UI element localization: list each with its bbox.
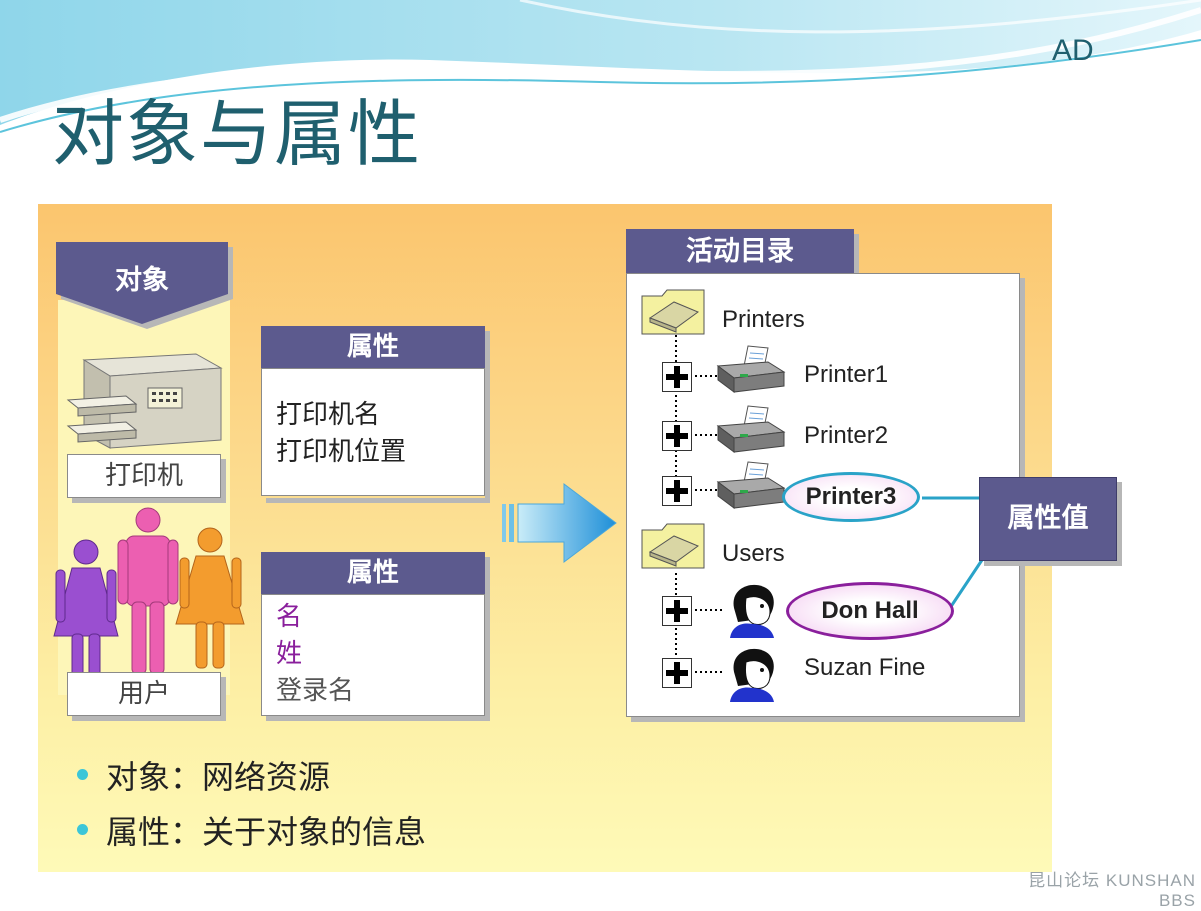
bullet-objects: 对象：网络资源 [106, 758, 331, 796]
printer2-label: Printer2 [804, 422, 889, 449]
printer3-icon [716, 461, 786, 509]
printer-icon [66, 353, 223, 449]
user1-highlight: Don Hall [786, 582, 954, 640]
printer-label: 打印机 [67, 454, 221, 498]
user-attributes-header: 属性 [261, 552, 485, 594]
printer-attributes-box: 属性 打印机名 打印机位置 [261, 326, 485, 498]
printer-attributes-body: 打印机名 打印机位置 [261, 368, 485, 496]
printers-folder-label: Printers [722, 306, 805, 333]
attr-printer-location: 打印机位置 [276, 437, 407, 467]
objects-header-label: 对象 [115, 265, 169, 296]
bullet-dot-2 [77, 824, 88, 835]
users-folder-label: Users [722, 540, 785, 567]
header-wave [0, 0, 1201, 133]
corner-label: AD [1052, 34, 1094, 67]
flow-arrow [502, 483, 617, 563]
attr-value-connectors [922, 496, 984, 609]
bullet-dot-1 [77, 769, 88, 780]
users-label: 用户 [67, 672, 221, 716]
printer1-icon [716, 345, 786, 393]
expand-printer2-button[interactable] [662, 421, 692, 451]
printers-folder-icon [641, 289, 705, 335]
user2-icon [730, 648, 774, 702]
slide-title: 对象与属性 [52, 92, 423, 176]
watermark: 昆山论坛 KUNSHAN BBS [1028, 871, 1196, 910]
users-folder-icon [641, 523, 705, 569]
user1-icon [730, 584, 774, 638]
attr-first-name: 名 [276, 602, 303, 632]
expand-user2-button[interactable] [662, 658, 692, 688]
attr-printer-name: 打印机名 [276, 400, 381, 430]
expand-user1-button[interactable] [662, 596, 692, 626]
user-attributes-box: 属性 名 姓 登录名 [261, 552, 485, 716]
expand-printer3-button[interactable] [662, 476, 692, 506]
expand-printer1-button[interactable] [662, 362, 692, 392]
attr-login-name: 登录名 [276, 676, 355, 706]
printer-attributes-header: 属性 [261, 326, 485, 368]
bullet-attributes: 属性：关于对象的信息 [106, 813, 427, 851]
objects-header [56, 242, 233, 329]
printer2-icon [716, 405, 786, 453]
printer3-highlight: Printer3 [782, 472, 920, 522]
attribute-value-box: 属性值 [979, 477, 1117, 561]
directory-header: 活动目录 [626, 229, 854, 275]
user-attributes-body: 名 姓 登录名 [261, 594, 485, 716]
user2-label: Suzan Fine [804, 654, 926, 681]
users-icon [53, 507, 245, 681]
printer1-label: Printer1 [804, 361, 889, 388]
attr-last-name: 姓 [276, 639, 303, 669]
